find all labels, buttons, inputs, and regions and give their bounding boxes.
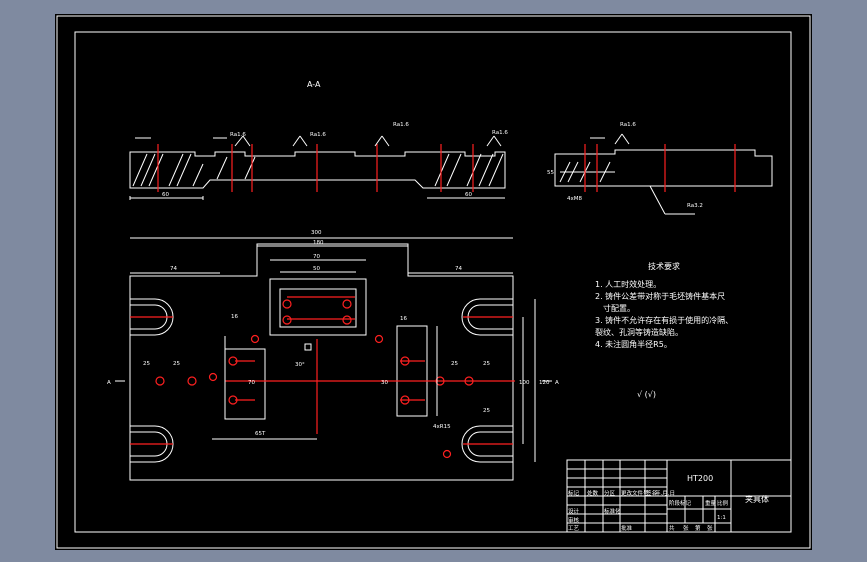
tech-requirements: 技术要求 1. 人工时效处理。 2. 铸件公差带对称于毛坯铸件基本尺 寸配置。 … bbox=[595, 261, 733, 399]
inner-frame bbox=[74, 31, 792, 533]
title-block: HT200 夹具体 标记 处数 分区 更改文件号 签名 年.月.日 设计 标准化… bbox=[566, 459, 792, 533]
svg-text:工艺: 工艺 bbox=[568, 525, 580, 532]
svg-text:55: 55 bbox=[547, 170, 554, 176]
svg-text:Ra1.6: Ra1.6 bbox=[492, 130, 508, 136]
svg-text:张: 张 bbox=[683, 524, 689, 532]
svg-text:第: 第 bbox=[695, 524, 701, 532]
part-name: 夹具体 bbox=[745, 494, 769, 504]
svg-text:张: 张 bbox=[707, 524, 713, 532]
svg-text:60: 60 bbox=[162, 192, 169, 198]
svg-text:70: 70 bbox=[313, 254, 320, 260]
svg-text:300: 300 bbox=[311, 230, 322, 236]
svg-text:处数: 处数 bbox=[587, 489, 599, 497]
svg-text:3. 铸件不允许存在有损于使用的冷隔、: 3. 铸件不允许存在有损于使用的冷隔、 bbox=[595, 315, 733, 325]
cad-viewport[interactable]: A-A bbox=[55, 14, 812, 550]
svg-text:1. 人工时效处理。: 1. 人工时效处理。 bbox=[595, 279, 661, 289]
material-label: HT200 bbox=[687, 474, 713, 483]
plan-view: 300 180 70 50 74 74 25 25 25 25 25 16 16… bbox=[107, 230, 559, 481]
svg-text:74: 74 bbox=[170, 266, 177, 272]
svg-text:25: 25 bbox=[483, 361, 490, 367]
svg-text:4. 未注圆角半径R5。: 4. 未注圆角半径R5。 bbox=[595, 339, 672, 349]
svg-text:16: 16 bbox=[400, 316, 407, 322]
svg-text:设计: 设计 bbox=[568, 507, 580, 515]
outer-frame bbox=[56, 15, 811, 549]
svg-text:25: 25 bbox=[483, 408, 490, 414]
svg-text:Ra1.6: Ra1.6 bbox=[310, 132, 326, 138]
svg-text:100: 100 bbox=[519, 380, 530, 386]
svg-text:25: 25 bbox=[143, 361, 150, 367]
svg-text:25: 25 bbox=[173, 361, 180, 367]
svg-text:120: 120 bbox=[539, 380, 550, 386]
svg-text:标准化: 标准化 bbox=[604, 507, 621, 515]
svg-text:批准: 批准 bbox=[621, 524, 633, 532]
svg-text:16: 16 bbox=[231, 314, 238, 320]
svg-text:70: 70 bbox=[248, 380, 255, 386]
svg-text:分区: 分区 bbox=[604, 489, 616, 497]
drawing-canvas: A-A bbox=[56, 15, 811, 549]
svg-text:65T: 65T bbox=[255, 431, 266, 437]
svg-text:年.月.日: 年.月.日 bbox=[655, 489, 675, 497]
svg-text:Ra1.6: Ra1.6 bbox=[620, 122, 636, 128]
svg-text:25: 25 bbox=[451, 361, 458, 367]
svg-text:30: 30 bbox=[381, 380, 388, 386]
roughness-note: √ (√) bbox=[637, 390, 656, 399]
tech-heading: 技术要求 bbox=[648, 261, 680, 271]
svg-text:Ra3.2: Ra3.2 bbox=[687, 203, 703, 209]
svg-text:4xR15: 4xR15 bbox=[433, 424, 451, 430]
svg-text:寸配置。: 寸配置。 bbox=[603, 303, 635, 313]
svg-text:签名: 签名 bbox=[646, 489, 657, 497]
svg-text:74: 74 bbox=[455, 266, 462, 272]
svg-text:A: A bbox=[107, 380, 111, 386]
svg-text:2. 铸件公差带对称于毛坯铸件基本尺: 2. 铸件公差带对称于毛坯铸件基本尺 bbox=[595, 291, 725, 301]
svg-text:1:1: 1:1 bbox=[717, 515, 726, 521]
svg-text:50: 50 bbox=[313, 266, 320, 272]
svg-text:180: 180 bbox=[313, 240, 324, 246]
svg-text:60: 60 bbox=[465, 192, 472, 198]
svg-text:比例: 比例 bbox=[717, 499, 729, 507]
svg-text:裂纹、孔洞等铸造缺陷。: 裂纹、孔洞等铸造缺陷。 bbox=[595, 327, 683, 337]
svg-text:更改文件号: 更改文件号 bbox=[621, 489, 649, 497]
section-title: A-A bbox=[307, 80, 321, 89]
side-view-right: Ra1.6 Ra3.2 4xM8 55 bbox=[547, 122, 773, 215]
svg-text:A: A bbox=[555, 380, 559, 386]
svg-text:Ra1.6: Ra1.6 bbox=[230, 132, 246, 138]
svg-text:30°: 30° bbox=[295, 362, 305, 368]
svg-text:阶段标记: 阶段标记 bbox=[669, 499, 692, 507]
svg-text:共: 共 bbox=[669, 524, 675, 532]
section-view-left: A-A bbox=[129, 80, 508, 200]
svg-text:Ra1.6: Ra1.6 bbox=[393, 122, 409, 128]
svg-text:重量: 重量 bbox=[705, 499, 717, 507]
svg-text:4xM8: 4xM8 bbox=[567, 196, 582, 202]
svg-text:审核: 审核 bbox=[568, 516, 580, 524]
svg-text:标记: 标记 bbox=[568, 489, 580, 497]
